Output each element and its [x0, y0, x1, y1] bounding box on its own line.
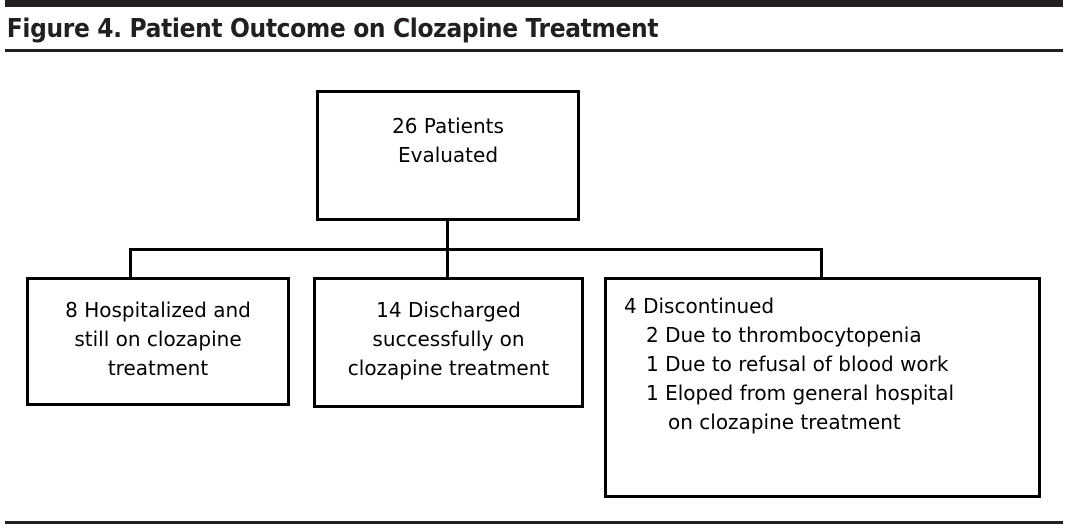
- page-title: Figure 4. Patient Outcome on Clozapine T…: [6, 14, 659, 44]
- connector-drop-right: [820, 248, 823, 278]
- footer-rule: [5, 521, 1063, 524]
- header-rule-top: [5, 0, 1063, 7]
- node-discontinued-item-3: 1 Eloped from general hospital on clozap…: [624, 379, 1038, 437]
- connector-drop-left: [129, 248, 132, 278]
- node-hospitalized-line-2: still on clozapine: [74, 327, 242, 351]
- header-rule-bottom: [5, 49, 1063, 52]
- node-hospitalized-line-1: 8 Hospitalized and: [65, 298, 251, 322]
- node-branch-discontinued: 4 Discontinued 2 Due to thrombocytopenia…: [604, 277, 1041, 498]
- figure-header: Figure 4. Patient Outcome on Clozapine T…: [5, 0, 1063, 52]
- node-hospitalized-line-3: treatment: [107, 356, 209, 380]
- node-root-line-2: Evaluated: [397, 143, 499, 167]
- node-discharged-line-1: 14 Discharged: [376, 298, 521, 322]
- node-discharged-line-2: successfully on: [372, 327, 525, 351]
- node-branch-discharged: 14 Discharged successfully on clozapine …: [313, 277, 584, 408]
- node-branch-hospitalized: 8 Hospitalized and still on clozapine tr…: [26, 277, 290, 406]
- node-discontinued-item-3-text: 1 Eloped from general hospital: [646, 381, 955, 405]
- connector-horizontal-bar: [129, 248, 823, 251]
- node-discontinued-item-1: 2 Due to thrombocytopenia: [646, 323, 922, 347]
- node-discontinued-item-3-continuation: on clozapine treatment: [668, 410, 901, 434]
- node-discontinued-item-2: 1 Due to refusal of blood work: [646, 352, 949, 376]
- node-discharged-line-3: clozapine treatment: [347, 356, 550, 380]
- connector-root-stem: [446, 221, 449, 251]
- node-root-patients-evaluated: 26 Patients Evaluated: [316, 90, 580, 221]
- node-discontinued-heading: 4 Discontinued: [624, 294, 775, 318]
- node-root-line-1: 26 Patients: [392, 114, 504, 138]
- connector-drop-middle: [446, 248, 449, 278]
